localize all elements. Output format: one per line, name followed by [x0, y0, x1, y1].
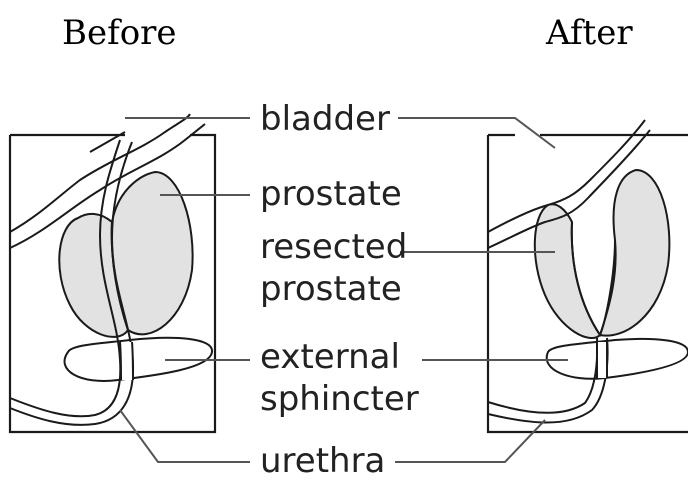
after-external-sphincter	[547, 339, 688, 379]
label-prostate: prostate	[260, 174, 402, 214]
label-external-line2: sphincter	[260, 379, 419, 419]
label-resected-line1: resected	[260, 227, 407, 267]
labels: bladder prostate resected prostate exter…	[260, 99, 419, 481]
bladder-leader-right	[398, 118, 555, 148]
after-urethra-inner	[488, 338, 597, 413]
label-bladder: bladder	[260, 99, 390, 139]
after-prostate-right-remnant	[600, 170, 669, 336]
label-urethra: urethra	[260, 441, 385, 481]
urethra-leader-right	[395, 420, 545, 462]
label-resected-line2: prostate	[260, 269, 402, 309]
after-panel	[488, 120, 688, 432]
urethra-leader-left	[120, 410, 250, 462]
before-panel	[10, 114, 215, 432]
label-external-line1: external	[260, 337, 400, 377]
